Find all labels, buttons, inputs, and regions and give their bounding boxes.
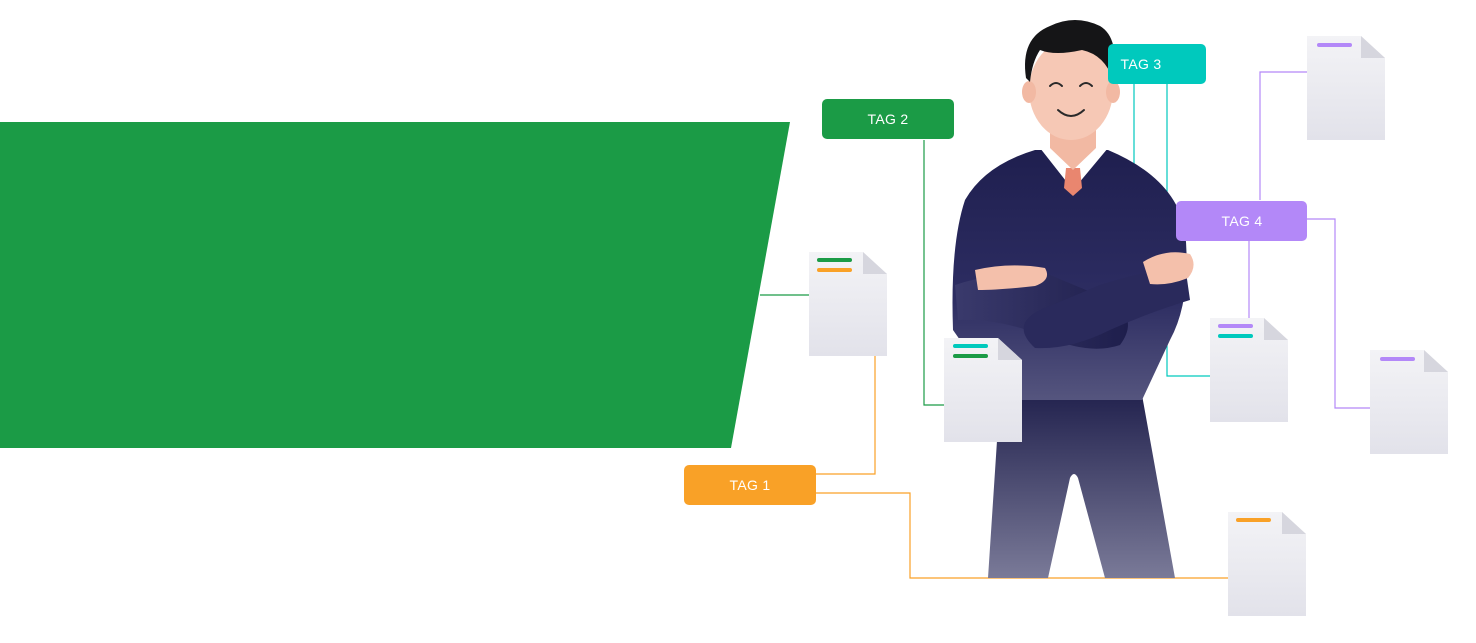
tag-3: TAG 3 <box>1108 44 1206 84</box>
tag-2-label: TAG 2 <box>868 111 909 127</box>
person-pants <box>988 395 1175 578</box>
document-icon <box>1228 512 1306 616</box>
person-smile <box>1057 109 1085 117</box>
person-right-hand <box>1143 252 1194 285</box>
person-arms-crossed-icon <box>952 20 1194 578</box>
tag-3-label: TAG 3 <box>1121 56 1162 72</box>
document-icon <box>1307 36 1385 140</box>
tag-1: TAG 1 <box>684 465 816 505</box>
tag-4-label: TAG 4 <box>1222 213 1263 229</box>
person-sweater <box>952 150 1187 400</box>
person-ear-right <box>1106 81 1120 103</box>
person-right-arm <box>1023 265 1190 349</box>
person-eye-left <box>1049 82 1063 87</box>
green-banner <box>0 122 790 448</box>
document-icon <box>944 338 1022 442</box>
person-tie <box>1064 168 1082 196</box>
person-left-hand <box>975 265 1048 290</box>
person-eye-right <box>1079 82 1093 87</box>
person-ear-left <box>1022 81 1036 103</box>
person-hair <box>1025 20 1115 82</box>
tag-1-label: TAG 1 <box>730 477 771 493</box>
document-icon <box>1370 350 1448 454</box>
document-icon <box>809 252 887 356</box>
person-face <box>1029 40 1113 140</box>
tag-2: TAG 2 <box>822 99 954 139</box>
tag-4: TAG 4 <box>1176 201 1307 241</box>
document-icon <box>1210 318 1288 422</box>
